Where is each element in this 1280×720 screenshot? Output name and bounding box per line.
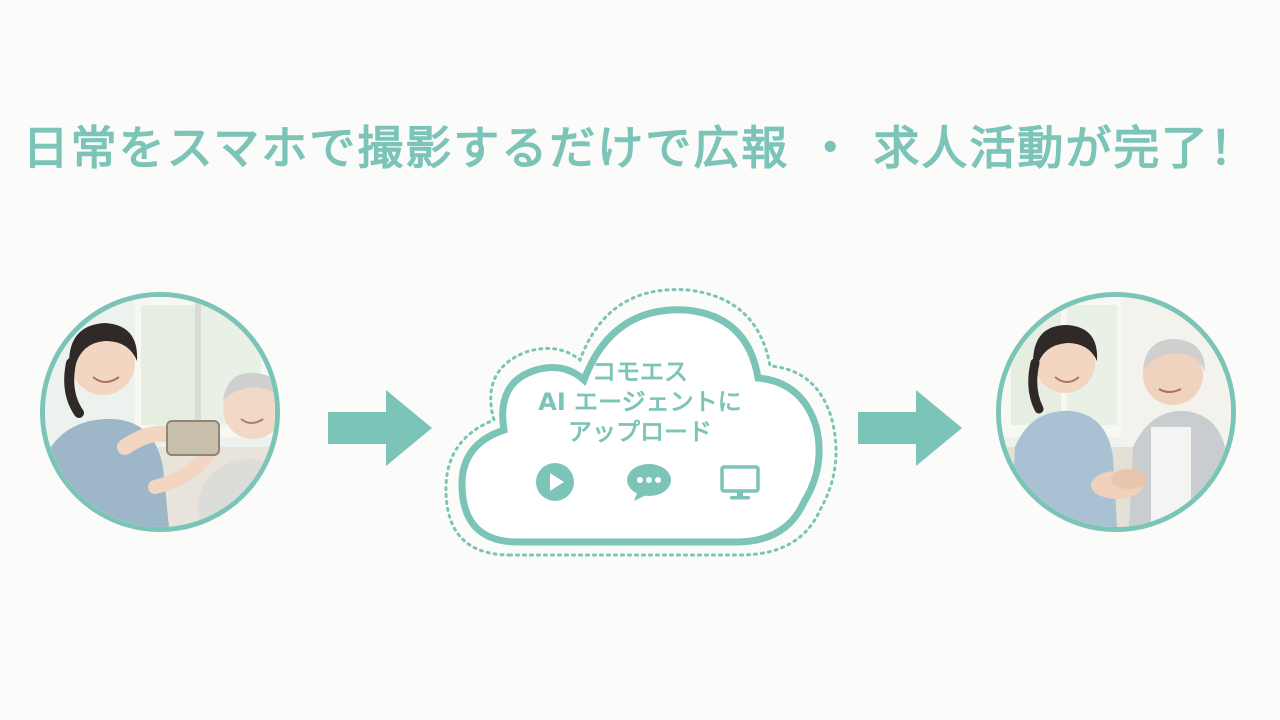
photo-caregiver-filming xyxy=(40,292,280,532)
arrow-right-2 xyxy=(858,390,962,466)
play-icon xyxy=(536,463,574,501)
cloud-title-line2: AI エージェントに xyxy=(538,388,742,416)
cloud-title-line3: アップロード xyxy=(568,418,712,446)
cloud-title-line1: コモエス xyxy=(592,358,688,386)
chat-bubble-icon xyxy=(627,464,671,501)
photo-caregiver-holding-hands xyxy=(996,292,1236,532)
headline: 日常をスマホで撮影するだけで広報 ・ 求人活動が完了！ xyxy=(22,121,1258,175)
arrow-right-1 xyxy=(328,390,432,466)
photo-illustration-left xyxy=(45,297,275,527)
photo-illustration-right xyxy=(1001,297,1231,527)
monitor-icon xyxy=(720,465,760,500)
